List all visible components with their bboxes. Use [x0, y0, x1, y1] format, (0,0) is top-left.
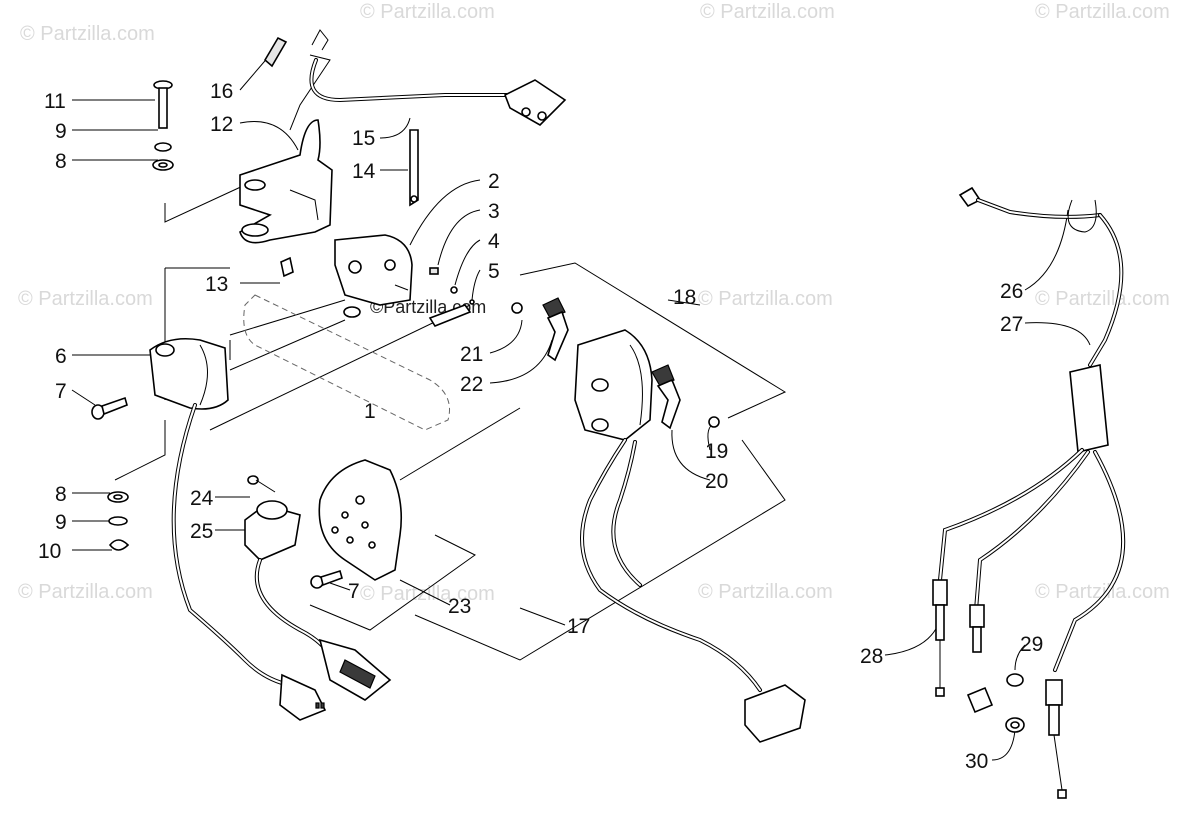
- callout-14: 14: [352, 160, 376, 183]
- housing-18: [574, 329, 653, 441]
- callout-9: 9: [55, 511, 67, 534]
- washer-8-top: [152, 159, 174, 171]
- harness-27: [938, 213, 1125, 672]
- clip-10: [108, 539, 130, 551]
- callout-1: 1: [364, 400, 376, 423]
- callout-16: 16: [210, 80, 233, 103]
- callout-19: 19: [705, 440, 728, 463]
- callout-18: 18: [673, 286, 696, 309]
- strap-14: [409, 129, 419, 207]
- washer-9-top: [154, 142, 172, 152]
- callout-10: 10: [38, 540, 61, 563]
- cable-26: [958, 186, 1102, 233]
- screw-21: [511, 302, 523, 314]
- callout-21: 21: [460, 343, 483, 366]
- callout-8: 8: [55, 483, 67, 506]
- watermark: © Partzilla.com: [20, 23, 155, 45]
- callout-29: 29: [1020, 633, 1043, 656]
- callout-8: 8: [55, 150, 67, 173]
- pin-5: [469, 299, 475, 305]
- callout-7: 7: [55, 380, 67, 403]
- washer-30: [1005, 717, 1025, 733]
- lever-20: [651, 364, 681, 430]
- callout-7: 7: [348, 580, 360, 603]
- callout-12: 12: [210, 113, 233, 136]
- bolt-11: [153, 80, 173, 129]
- watermark: © Partzilla.com: [698, 288, 833, 310]
- wire-harness-15: [309, 29, 567, 126]
- cover-23: [318, 459, 403, 581]
- callout-24: 24: [190, 487, 214, 510]
- washer-8-bottom: [107, 491, 129, 503]
- callout-labels: 11 9 8 16 12 15 14 13 2 3 4 5 18 6 7 21 …: [38, 80, 1043, 773]
- callout-20: 20: [705, 470, 728, 493]
- terminal-16: [263, 36, 288, 68]
- callout-30: 30: [965, 750, 988, 773]
- watermark: © Partzilla.com: [1035, 1, 1170, 23]
- lever-22: [542, 297, 569, 362]
- watermark: © Partzilla.com: [1035, 581, 1170, 603]
- clamp-6: [149, 337, 229, 410]
- screw-24: [247, 475, 276, 493]
- sensor-right: [1045, 679, 1067, 799]
- callout-17: 17: [567, 615, 590, 638]
- switch-housing-25: [244, 500, 392, 701]
- throttle-housing-2: [334, 234, 413, 306]
- watermark: © Partzilla.com: [1035, 288, 1170, 310]
- sensor-middle: [969, 604, 985, 653]
- callout-3: 3: [488, 200, 500, 223]
- callout-6: 6: [55, 345, 67, 368]
- callout-4: 4: [488, 230, 500, 253]
- screw-7-left: [91, 396, 128, 420]
- callout-5: 5: [488, 260, 500, 283]
- watermark: © Partzilla.com: [18, 581, 153, 603]
- callout-22: 22: [460, 373, 483, 396]
- spring-3: [429, 267, 439, 275]
- callout-9: 9: [55, 120, 67, 143]
- callout-11: 11: [44, 90, 66, 113]
- callout-28: 28: [860, 645, 883, 668]
- watermark: © Partzilla.com: [700, 1, 835, 23]
- watermark: © Partzilla.com: [360, 1, 495, 23]
- callout-13: 13: [205, 273, 228, 296]
- callout-26: 26: [1000, 280, 1023, 303]
- watermarks: © Partzilla.com © Partzilla.com © Partzi…: [18, 1, 1170, 605]
- wire-harness-17: [580, 438, 806, 743]
- bushing: [343, 306, 361, 318]
- watermark: © Partzilla.com: [698, 581, 833, 603]
- watermark: © Partzilla.com: [18, 288, 153, 310]
- leader-lines: [71, 54, 1091, 761]
- callout-23: 23: [448, 595, 471, 618]
- nut-29: [1006, 673, 1024, 687]
- clip-13: [280, 256, 294, 278]
- bushing-center: [966, 686, 994, 714]
- screw-7-lower: [310, 569, 343, 589]
- callout-27: 27: [1000, 313, 1023, 336]
- washer-9-bottom: [108, 516, 128, 526]
- screw-4: [450, 286, 458, 294]
- clamp-wire: [171, 403, 327, 721]
- callout-2: 2: [488, 170, 500, 193]
- callout-25: 25: [190, 520, 213, 543]
- plate: [428, 304, 472, 327]
- callout-15: 15: [352, 127, 375, 150]
- screw-19: [708, 416, 720, 428]
- bracket-12: [239, 119, 333, 244]
- sensor-28: [932, 579, 948, 697]
